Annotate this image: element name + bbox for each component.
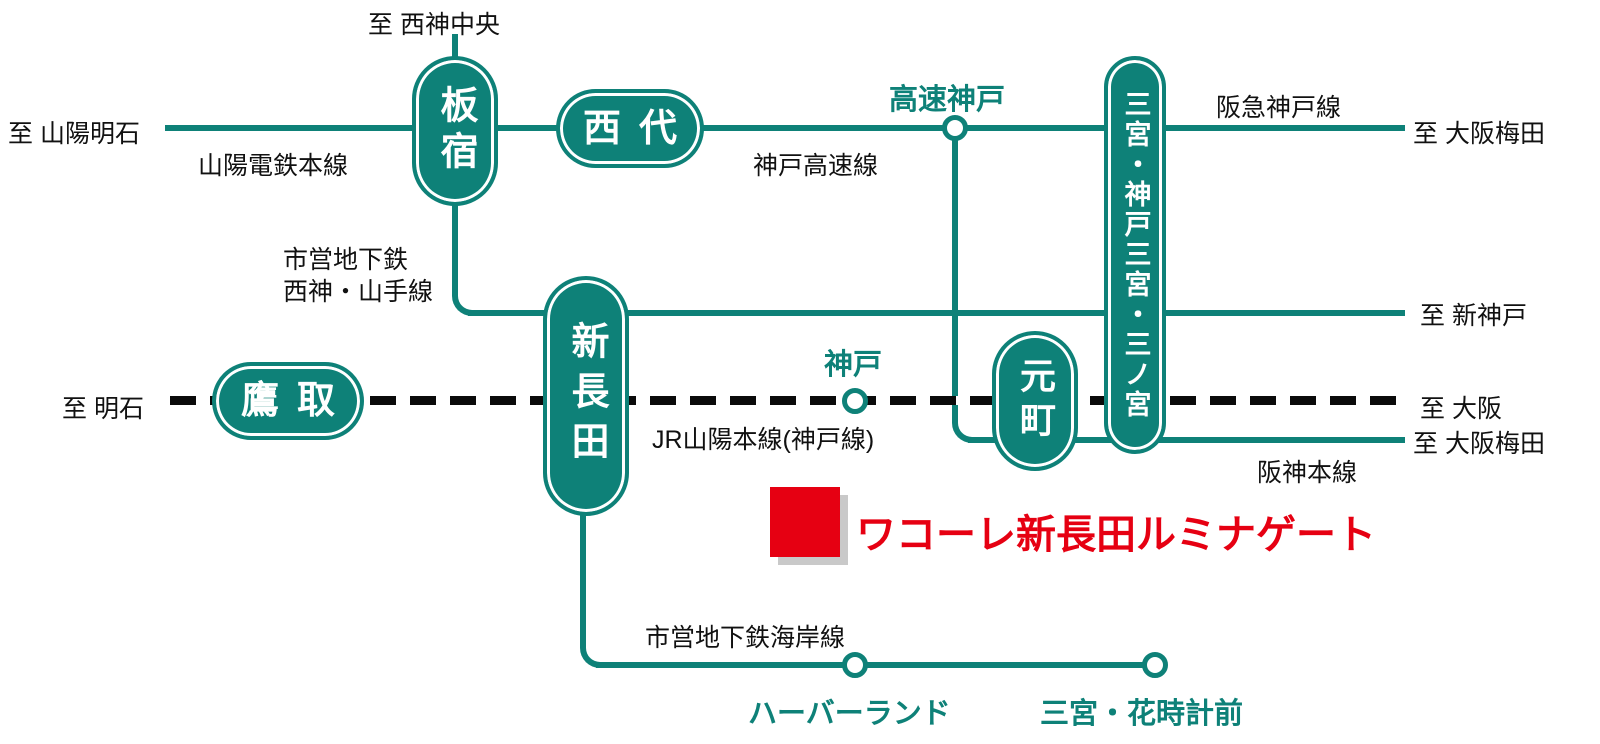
label-subway-seishin-yamate-line2: 西神・山手線: [283, 278, 434, 306]
label-sanyo-dentetsu-main: 山陽電鉄本線: [198, 152, 349, 180]
station-nishidai-label: 西代: [582, 107, 695, 150]
station-takatori: 鷹取: [212, 362, 364, 440]
station-takatori-label: 鷹取: [240, 380, 353, 422]
station-sannomiya: 三宮・神戸三宮・三ノ宮: [1104, 56, 1166, 454]
station-label-kobe: 神戸: [824, 349, 883, 381]
label-jr-sanyo-main: JR山陽本線(神戸線): [652, 426, 875, 454]
node-kobe: [842, 388, 868, 414]
node-sannomiya-hanadokeimae: [1142, 652, 1168, 678]
line-subway-kaigan: [596, 662, 1155, 668]
station-itayado-label: 板宿: [434, 85, 476, 177]
line-subway-kaigan-elbow: [580, 498, 608, 668]
dest-akashi: 至 明石: [62, 395, 144, 423]
dest-sanyo-akashi: 至 山陽明石: [8, 120, 140, 148]
station-label-sannomiya-hanadokeimae: 三宮・花時計前: [1040, 698, 1244, 730]
node-kosoku-kobe: [942, 115, 968, 141]
dest-shin-kobe: 至 新神戸: [1420, 302, 1527, 330]
label-kobe-kosoku: 神戸高速線: [753, 152, 879, 180]
line-sanyo-kosoku-hankyu: [165, 125, 1405, 131]
line-hanshin-elbow: [952, 136, 980, 443]
node-harborland: [842, 652, 868, 678]
station-nishidai: 西代: [556, 89, 704, 168]
station-label-kosoku-kobe: 高速神戸: [889, 84, 1006, 116]
label-subway-kaigan: 市営地下鉄海岸線: [645, 624, 846, 652]
station-motomachi-label: 元町: [1015, 357, 1056, 445]
station-sannomiya-label: 三宮・神戸三宮・三ノ宮: [1120, 90, 1151, 420]
dest-osaka-umeda-hankyu: 至 大阪梅田: [1413, 120, 1545, 148]
label-subway-seishin-yamate-line1: 市営地下鉄: [283, 246, 409, 274]
label-hanshin-main: 阪神本線: [1257, 459, 1358, 487]
property-marker: [770, 487, 840, 557]
station-shin-nagata: 新長田: [543, 276, 629, 516]
property-name: ワコーレ新長田ルミナゲート: [856, 513, 1376, 557]
line-hanshin-main: [968, 437, 1405, 443]
dest-seishin-chuo: 至 西神中央: [368, 11, 500, 39]
dest-osaka: 至 大阪: [1420, 395, 1502, 423]
label-hankyu-kobe: 阪急神戸線: [1216, 94, 1342, 122]
station-motomachi: 元町: [992, 331, 1078, 471]
station-label-harborland: ハーバーランド: [748, 698, 951, 730]
label-subway-seishin-yamate: 市営地下鉄 西神・山手線: [283, 244, 433, 308]
line-jr-sanyo-main: [170, 396, 1408, 405]
line-subway-seishin-yamate: [468, 310, 1405, 316]
dest-osaka-umeda-hanshin: 至 大阪梅田: [1413, 430, 1545, 458]
station-itayado: 板宿: [412, 56, 498, 206]
station-shin-nagata-label: 新長田: [565, 321, 607, 471]
